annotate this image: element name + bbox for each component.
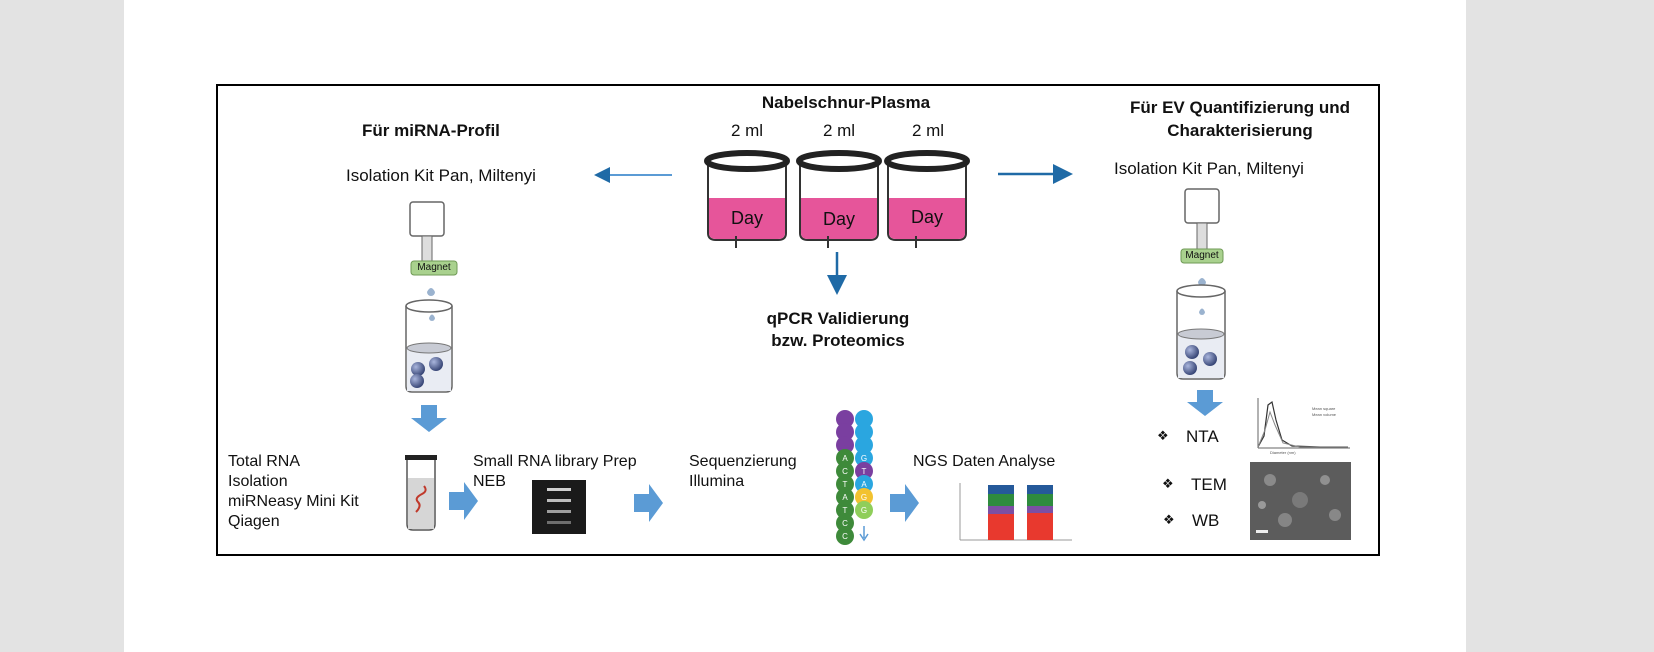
sequence-letter: G <box>861 454 867 463</box>
sequence-bead-right <box>855 462 873 480</box>
step1-line4: Qiagen <box>228 513 280 530</box>
step1-line3: miRNeasy Mini Kit <box>228 493 359 510</box>
sequence-letter: A <box>861 480 867 489</box>
sequence-letter: C <box>842 467 848 476</box>
beaker-label-2: Day <box>822 209 855 229</box>
method-tem: TEM <box>1191 475 1227 494</box>
top-title: Nabelschnur-Plasma <box>761 93 931 112</box>
left-column-device <box>405 201 458 393</box>
right-column-device <box>1176 188 1226 380</box>
step1-line2: Isolation <box>228 473 288 490</box>
rna-tube-icon <box>405 455 437 531</box>
sequence-bead-left <box>836 423 854 441</box>
sequence-bead-left <box>836 501 854 519</box>
sequence-bead-left <box>836 436 854 454</box>
bullet-icon-1: ❖ <box>1157 428 1169 443</box>
block-arrow-3 <box>890 484 919 522</box>
sequence-bead-right <box>855 436 873 454</box>
bullet-icon-3: ❖ <box>1163 512 1175 527</box>
sequence-letter: T <box>862 467 867 476</box>
sequence-letter: C <box>842 519 848 528</box>
left-branch-title: Für miRNA-Profil <box>362 121 500 140</box>
beaker-3 <box>884 150 970 248</box>
right-kit-label: Isolation Kit Pan, Miltenyi <box>1114 159 1304 178</box>
sequence-bead-right <box>855 501 873 519</box>
block-arrow-1 <box>449 482 478 520</box>
bullet-icon-2: ❖ <box>1162 476 1174 491</box>
volume-label-3: 2 ml <box>911 121 945 140</box>
beaker-2 <box>796 150 882 248</box>
right-branch-title-2: Charakterisierung <box>1167 121 1313 140</box>
sequence-bead-right <box>855 410 873 428</box>
sequence-bead-left <box>836 449 854 467</box>
sequence-direction-arrow <box>859 526 869 542</box>
sequence-bead-left <box>836 514 854 532</box>
step3-line1: Sequenzierung <box>689 453 797 470</box>
sequence-letter: G <box>861 493 867 502</box>
sequence-bead-right <box>855 475 873 493</box>
sequence-letter: C <box>842 532 848 541</box>
tem-image <box>1250 462 1351 540</box>
sequence-bead-right <box>855 423 873 441</box>
beaker-1 <box>704 150 790 248</box>
sequence-bead-left <box>836 527 854 545</box>
method-wb: WB <box>1192 511 1220 530</box>
nta-chart <box>1257 398 1350 449</box>
step4-line1: NGS Daten Analyse <box>913 453 1056 470</box>
sequence-bead-left <box>836 488 854 506</box>
beaker-label-3: Day <box>910 207 943 227</box>
step1-line1: Total RNA <box>228 453 301 470</box>
center-label-2: bzw. Proteomics <box>771 331 905 350</box>
nta-legend-2: Mean volume <box>1312 412 1337 417</box>
sequence-letter: G <box>861 506 867 515</box>
sequence-letter: T <box>843 480 848 489</box>
sequence-letter: A <box>842 454 848 463</box>
center-label-1: qPCR Validierung <box>766 309 910 328</box>
step2-line2: NEB <box>473 473 506 490</box>
sequence-letter: T <box>843 506 848 515</box>
step2-line1: Small RNA library Prep <box>473 453 637 470</box>
left-kit-label: Isolation Kit Pan, Miltenyi <box>346 166 536 185</box>
nta-legend-1: Mean square <box>1312 406 1336 411</box>
volume-label-2: 2 ml <box>822 121 856 140</box>
block-arrow-2 <box>634 484 663 522</box>
beaker-label-1: Day <box>730 208 763 228</box>
sequence-bead-left <box>836 475 854 493</box>
block-arrow-down-right <box>1187 390 1223 416</box>
method-nta: NTA <box>1186 427 1219 446</box>
sequence-bead-right <box>855 488 873 506</box>
gel-image <box>532 480 586 534</box>
block-arrow-down-left <box>411 405 447 432</box>
sequence-bead-left <box>836 462 854 480</box>
volume-label-1: 2 ml <box>730 121 764 140</box>
right-branch-title-1: Für EV Quantifizierung und <box>1129 98 1351 117</box>
step3-line2: Illumina <box>689 473 745 490</box>
sequence-letter: A <box>842 493 848 502</box>
sequence-bead-right <box>855 449 873 467</box>
ngs-bar-chart <box>959 483 1072 541</box>
left-magnet-label: Magnet <box>417 262 451 273</box>
nta-x-axis-label: Diameter (nm) <box>1270 450 1296 455</box>
right-magnet-label: Magnet <box>1185 250 1219 261</box>
sequence-bead-left <box>836 410 854 428</box>
